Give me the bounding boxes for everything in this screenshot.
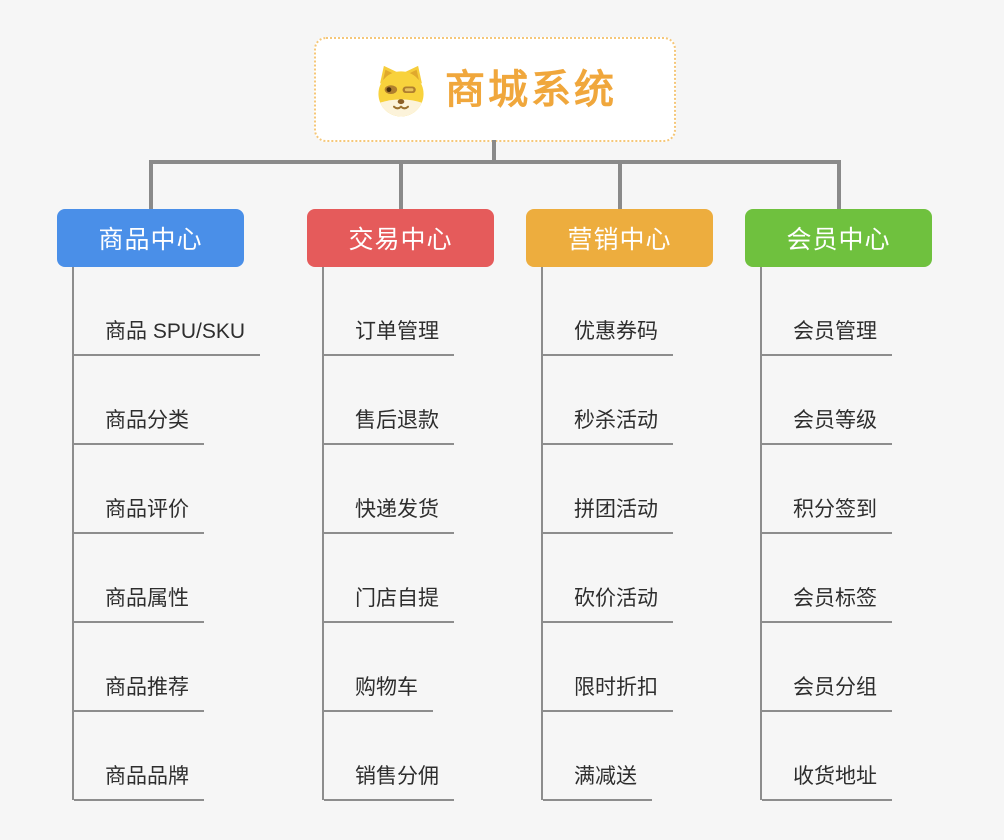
branch-marketing-center: 营销中心 优惠券码 秒杀活动 拼团活动 砍价活动 限时折扣 满减送	[526, 209, 713, 801]
leaf-node[interactable]: 会员等级	[762, 408, 892, 445]
root-title: 商城系统	[445, 67, 617, 112]
leaf-node[interactable]: 商品 SPU/SKU	[74, 319, 261, 356]
leaf-node[interactable]: 优惠券码	[543, 319, 673, 356]
branch-node-trade-center[interactable]: 交易中心	[307, 209, 494, 267]
leaf-node[interactable]: 商品评价	[74, 497, 204, 534]
connector-drop-member	[837, 160, 841, 210]
leaf-node[interactable]: 拼团活动	[543, 497, 673, 534]
leaf-node[interactable]: 积分签到	[762, 497, 892, 534]
leaf-node[interactable]: 订单管理	[324, 319, 454, 356]
branch-product-center: 商品中心 商品 SPU/SKU 商品分类 商品评价 商品属性 商品推荐 商品品牌	[57, 209, 261, 801]
leaf-node[interactable]: 会员管理	[762, 319, 892, 356]
leaf-node[interactable]: 售后退款	[324, 408, 454, 445]
connector-bus	[149, 160, 841, 164]
branch-trunk-marketing: 优惠券码 秒杀活动 拼团活动 砍价活动 限时折扣 满减送	[541, 267, 773, 801]
leaf-node[interactable]: 销售分佣	[324, 764, 454, 801]
branch-node-member-center[interactable]: 会员中心	[745, 209, 932, 267]
leaf-node[interactable]: 商品分类	[74, 408, 204, 445]
leaf-node[interactable]: 秒杀活动	[543, 408, 673, 445]
connector-drop-trade	[399, 160, 403, 210]
branch-node-product-center[interactable]: 商品中心	[57, 209, 244, 267]
leaf-node[interactable]: 满减送	[543, 764, 652, 801]
leaf-node[interactable]: 商品属性	[74, 586, 204, 623]
branch-trunk-trade: 订单管理 售后退款 快递发货 门店自提 购物车 销售分佣	[322, 267, 554, 801]
leaf-node[interactable]: 商品品牌	[74, 764, 204, 801]
leaf-node[interactable]: 砍价活动	[543, 586, 673, 623]
branch-trunk-member: 会员管理 会员等级 积分签到 会员标签 会员分组 收货地址	[760, 267, 992, 801]
dog-face-icon	[378, 65, 424, 116]
branch-node-marketing-center[interactable]: 营销中心	[526, 209, 713, 267]
leaf-node[interactable]: 商品推荐	[74, 675, 204, 712]
leaf-node[interactable]: 收货地址	[762, 764, 892, 801]
connector-drop-marketing	[618, 160, 622, 210]
leaf-node[interactable]: 会员分组	[762, 675, 892, 712]
branch-trade-center: 交易中心 订单管理 售后退款 快递发货 门店自提 购物车 销售分佣	[307, 209, 494, 801]
connector-drop-product	[149, 160, 153, 210]
root-node-mall-system[interactable]: 商城系统	[314, 37, 676, 142]
leaf-node[interactable]: 门店自提	[324, 586, 454, 623]
leaf-node[interactable]: 快递发货	[324, 497, 454, 534]
leaf-node[interactable]: 限时折扣	[543, 675, 673, 712]
connector-root-stem	[492, 140, 496, 162]
branch-trunk-product: 商品 SPU/SKU 商品分类 商品评价 商品属性 商品推荐 商品品牌	[72, 267, 304, 801]
leaf-node[interactable]: 购物车	[324, 675, 433, 712]
branch-member-center: 会员中心 会员管理 会员等级 积分签到 会员标签 会员分组 收货地址	[745, 209, 932, 801]
leaf-node[interactable]: 会员标签	[762, 586, 892, 623]
